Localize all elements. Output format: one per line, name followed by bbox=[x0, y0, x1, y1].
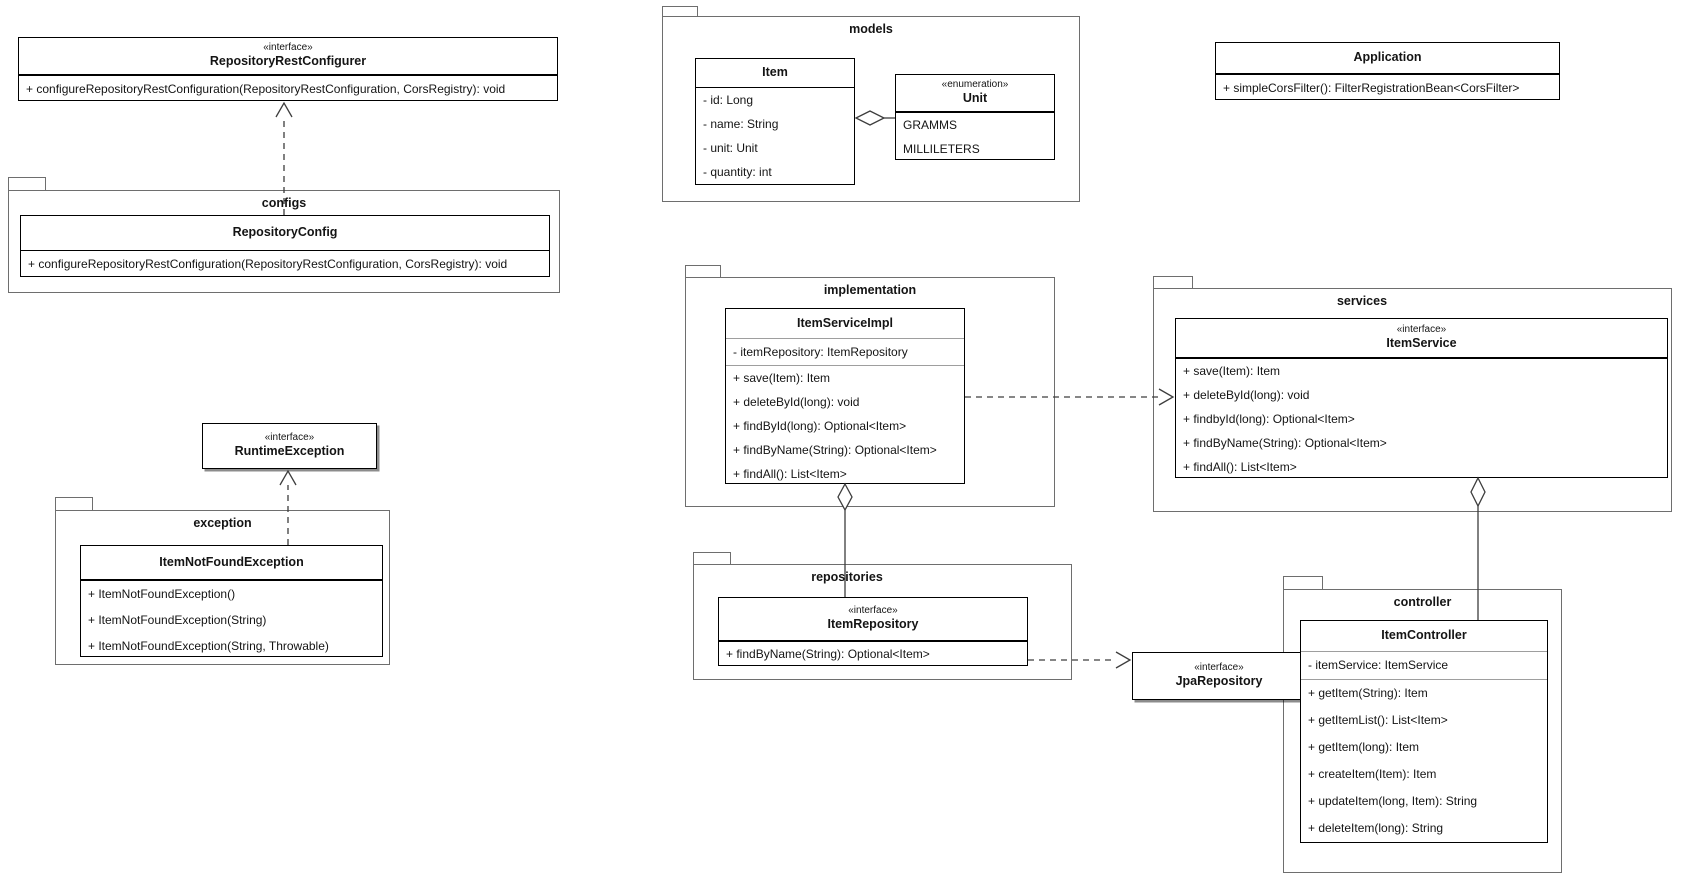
method-row: + configureRepositoryRestConfiguration(R… bbox=[26, 82, 506, 96]
class-application[interactable]: Application + simpleCorsFilter(): Filter… bbox=[1215, 42, 1560, 100]
package-label-implementation: implementation bbox=[823, 283, 917, 297]
method-row: + deleteById(long): void bbox=[1183, 388, 1310, 402]
method-row: + deleteItem(long): String bbox=[1308, 821, 1444, 835]
method-row: + save(Item): Item bbox=[733, 371, 831, 385]
class-name: Application bbox=[1353, 50, 1422, 65]
package-tab-repositories bbox=[693, 552, 731, 564]
class-name: RepositoryRestConfigurer bbox=[209, 54, 367, 69]
package-label-models: models bbox=[849, 22, 893, 36]
method-row: + getItem(long): Item bbox=[1308, 740, 1420, 754]
enum-value-row: MILLILETERS bbox=[903, 142, 980, 156]
attribute-row: - quantity: int bbox=[703, 165, 772, 179]
method-row: + ItemNotFoundException(String) bbox=[88, 613, 267, 627]
package-label-repositories: repositories bbox=[811, 570, 883, 584]
method-row: + findAll(): List<Item> bbox=[1183, 460, 1297, 474]
attribute-row: - itemRepository: ItemRepository bbox=[733, 345, 908, 359]
method-row: + findById(long): Optional<Item> bbox=[733, 419, 907, 433]
interface-item-service[interactable]: «interface» ItemService + save(Item): It… bbox=[1175, 318, 1668, 478]
class-repository-rest-configurer[interactable]: «interface» RepositoryRestConfigurer + c… bbox=[18, 37, 558, 101]
stereotype-label: «interface» bbox=[1396, 323, 1447, 335]
interface-item-repository[interactable]: «interface» ItemRepository + findByName(… bbox=[718, 597, 1028, 666]
package-tab-controller bbox=[1283, 576, 1323, 589]
class-name: ItemRepository bbox=[827, 617, 919, 632]
method-row: + configureRepositoryRestConfiguration(R… bbox=[28, 257, 508, 271]
package-label-services: services bbox=[1336, 294, 1388, 308]
class-item-not-found-exception[interactable]: ItemNotFoundException + ItemNotFoundExce… bbox=[80, 545, 383, 657]
class-name: RepositoryConfig bbox=[232, 225, 338, 240]
class-runtime-exception[interactable]: «interface» RuntimeException bbox=[202, 423, 377, 469]
class-item[interactable]: Item - id: Long - name: String - unit: U… bbox=[695, 58, 855, 185]
stereotype-label: «interface» bbox=[264, 431, 315, 443]
class-name: ItemController bbox=[1381, 628, 1467, 643]
method-row: + findByName(String): Optional<Item> bbox=[733, 443, 937, 457]
stereotype-label: «interface» bbox=[848, 604, 898, 616]
method-row: + findByName(String): Optional<Item> bbox=[1183, 436, 1387, 450]
method-row: + getItemList(): List<Item> bbox=[1308, 713, 1448, 727]
interface-jpa-repository[interactable]: «interface» JpaRepository bbox=[1132, 652, 1306, 700]
class-name: ItemNotFoundException bbox=[159, 554, 304, 569]
class-name: Unit bbox=[962, 91, 988, 106]
class-item-controller[interactable]: ItemController - itemService: ItemServic… bbox=[1300, 620, 1548, 843]
method-row: + getItem(String): Item bbox=[1308, 686, 1428, 700]
enum-unit[interactable]: «enumeration» Unit GRAMMS MILLILETERS bbox=[895, 74, 1055, 160]
package-tab-services bbox=[1153, 276, 1193, 288]
attribute-row: - itemService: ItemService bbox=[1308, 658, 1449, 672]
package-label-controller: controller bbox=[1393, 595, 1452, 609]
method-row: + createItem(Item): Item bbox=[1308, 767, 1437, 781]
class-name: ItemServiceImpl bbox=[797, 315, 893, 330]
package-tab-models bbox=[662, 6, 698, 16]
method-row: + findByName(String): Optional<Item> bbox=[726, 647, 930, 661]
class-name: RuntimeException bbox=[234, 444, 345, 459]
class-name: Item bbox=[762, 65, 788, 80]
class-name: JpaRepository bbox=[1175, 674, 1263, 689]
package-tab-configs bbox=[8, 177, 46, 190]
package-label-configs: configs bbox=[261, 196, 307, 210]
stereotype-label: «interface» bbox=[263, 41, 313, 53]
method-row: + findAll(): List<Item> bbox=[733, 467, 847, 481]
attribute-row: - id: Long bbox=[703, 93, 754, 107]
enum-value-row: GRAMMS bbox=[903, 118, 957, 132]
stereotype-label: «interface» bbox=[1194, 661, 1244, 673]
method-row: + deleteById(long): void bbox=[733, 395, 860, 409]
class-item-service-impl[interactable]: ItemServiceImpl - itemRepository: ItemRe… bbox=[725, 308, 965, 484]
package-label-exception: exception bbox=[193, 516, 252, 530]
method-row: + ItemNotFoundException() bbox=[88, 587, 236, 601]
package-tab-implementation bbox=[685, 265, 721, 277]
package-tab-exception bbox=[55, 497, 93, 510]
method-row: + simpleCorsFilter(): FilterRegistration… bbox=[1223, 81, 1520, 95]
attribute-row: - name: String bbox=[703, 117, 779, 131]
method-row: + findbyId(long): Optional<Item> bbox=[1183, 412, 1355, 426]
stereotype-label: «enumeration» bbox=[941, 78, 1009, 90]
class-name: ItemService bbox=[1386, 336, 1457, 351]
method-row: + save(Item): Item bbox=[1183, 364, 1281, 378]
class-repository-config[interactable]: RepositoryConfig + configureRepositoryRe… bbox=[20, 215, 550, 277]
method-row: + ItemNotFoundException(String, Throwabl… bbox=[88, 639, 329, 653]
attribute-row: - unit: Unit bbox=[703, 141, 758, 155]
method-row: + updateItem(long, Item): String bbox=[1308, 794, 1478, 808]
